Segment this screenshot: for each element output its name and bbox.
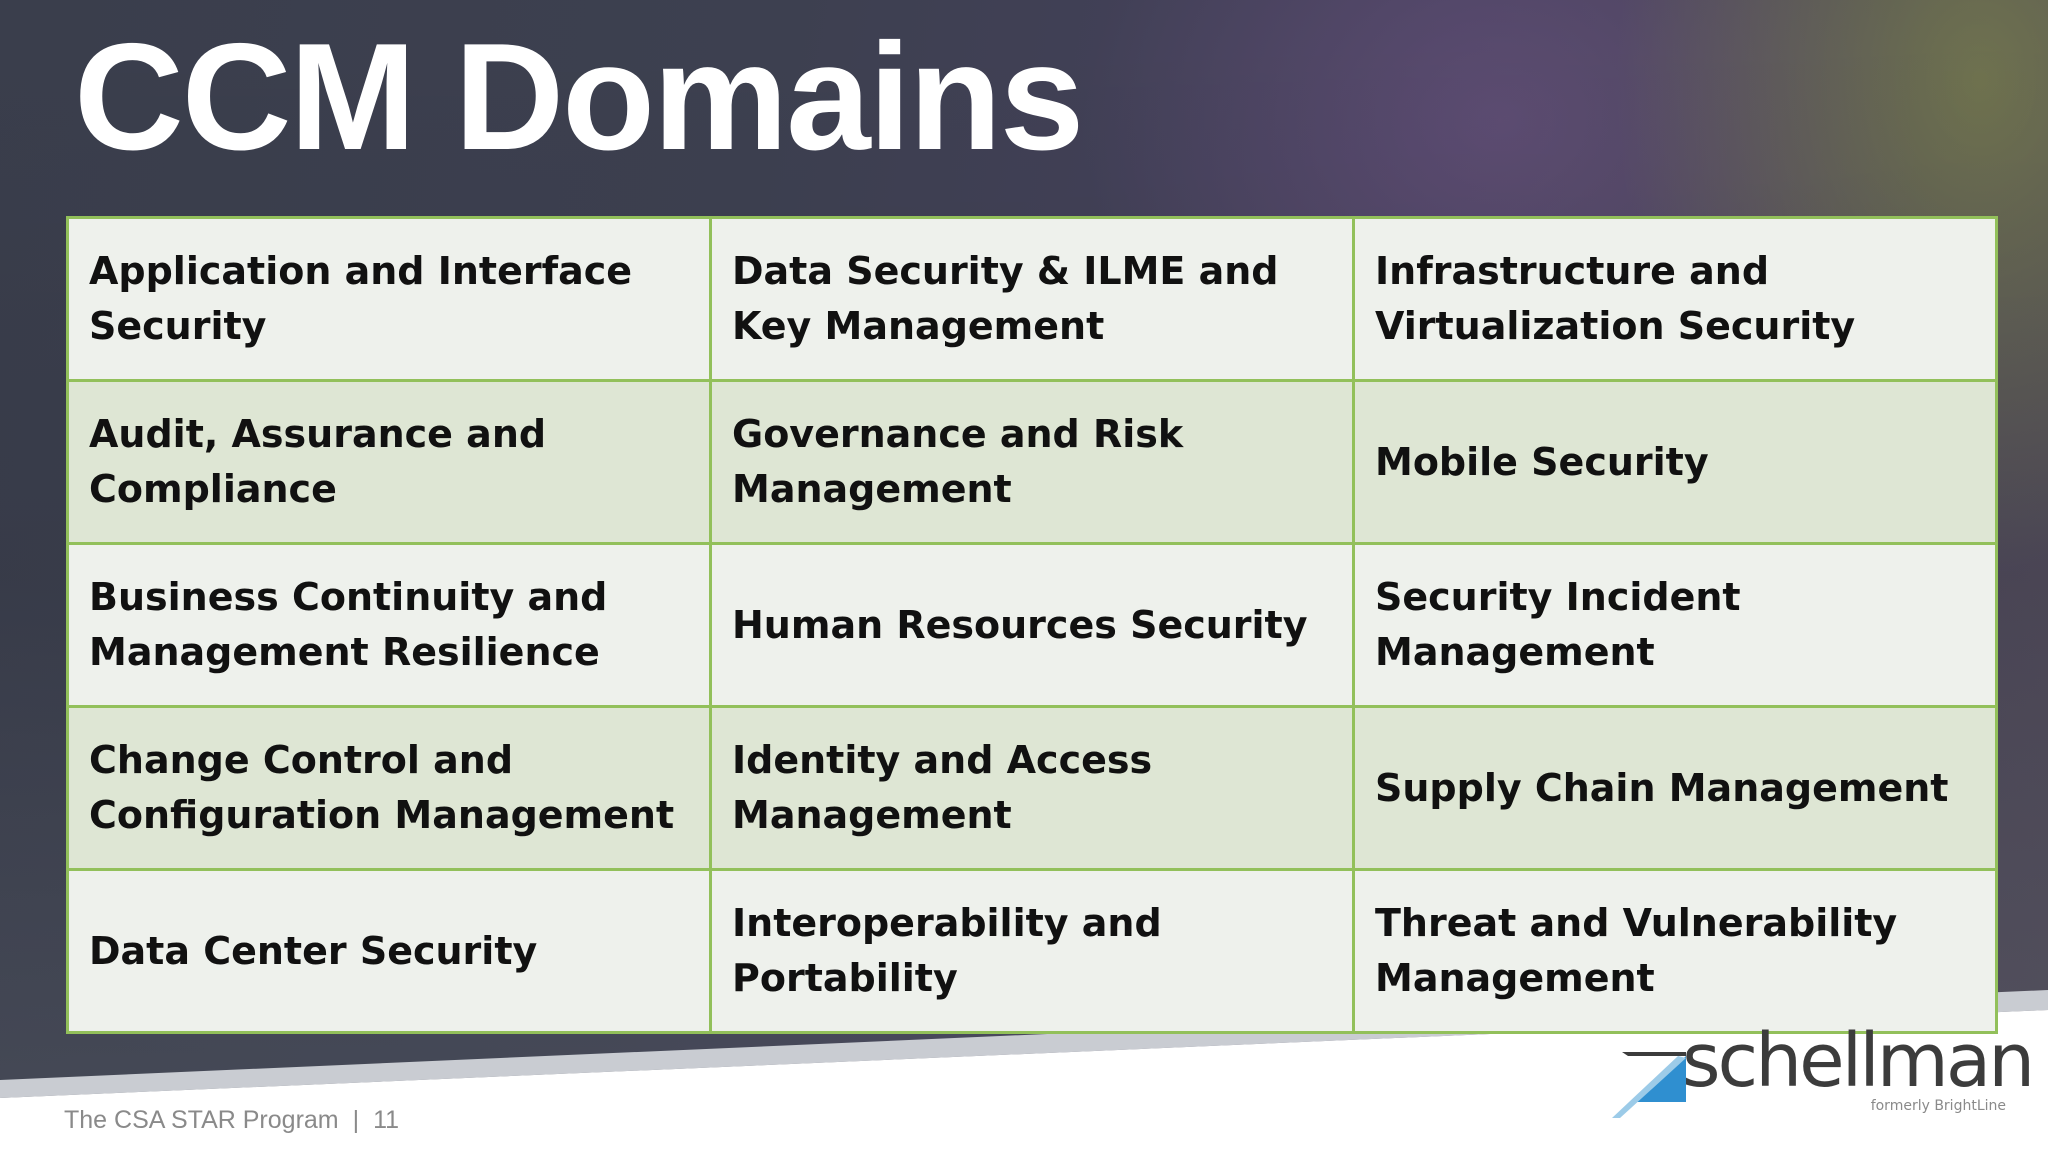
table-row: Application and Interface Security Data … [66,216,1998,382]
domain-cell: Human Resources Security [709,542,1355,708]
page-number: 11 [373,1106,400,1134]
company-logo: schellman formerly BrightLine [1608,1024,2035,1118]
table-row: Data Center Security Interoperability an… [66,868,1998,1034]
table-row: Business Continuity and Management Resil… [66,542,1998,708]
domain-cell: Governance and Risk Management [709,379,1355,545]
domain-cell: Application and Interface Security [66,216,712,382]
domain-cell: Data Center Security [66,868,712,1034]
slide-footer: The CSA STAR Program | 11 [64,1106,399,1135]
slide-title: CCM Domains [74,12,1084,182]
footer-separator: | [352,1106,360,1134]
domain-cell: Security Incident Management [1352,542,1998,708]
domain-cell: Mobile Security [1352,379,1998,545]
domain-cell: Threat and Vulnerability Management [1352,868,1998,1034]
domain-cell: Audit, Assurance and Compliance [66,379,712,545]
domain-cell: Change Control and Configuration Managem… [66,705,712,871]
logo-mark-icon [1612,1052,1686,1118]
domain-cell: Data Security & ILME and Key Management [709,216,1355,382]
domain-cell: Infrastructure and Virtualization Securi… [1352,216,1998,382]
footer-program-name: The CSA STAR Program [64,1106,339,1134]
logo-tagline: formerly BrightLine [1870,1098,2006,1114]
domain-cell: Identity and Access Management [709,705,1355,871]
domain-cell: Interoperability and Portability [709,868,1355,1034]
logo-wordmark: schellman [1682,1018,2035,1104]
domains-table: Application and Interface Security Data … [66,216,1998,1034]
table-row: Change Control and Configuration Managem… [66,705,1998,871]
domain-cell: Business Continuity and Management Resil… [66,542,712,708]
domain-cell: Supply Chain Management [1352,705,1998,871]
table-row: Audit, Assurance and Compliance Governan… [66,379,1998,545]
